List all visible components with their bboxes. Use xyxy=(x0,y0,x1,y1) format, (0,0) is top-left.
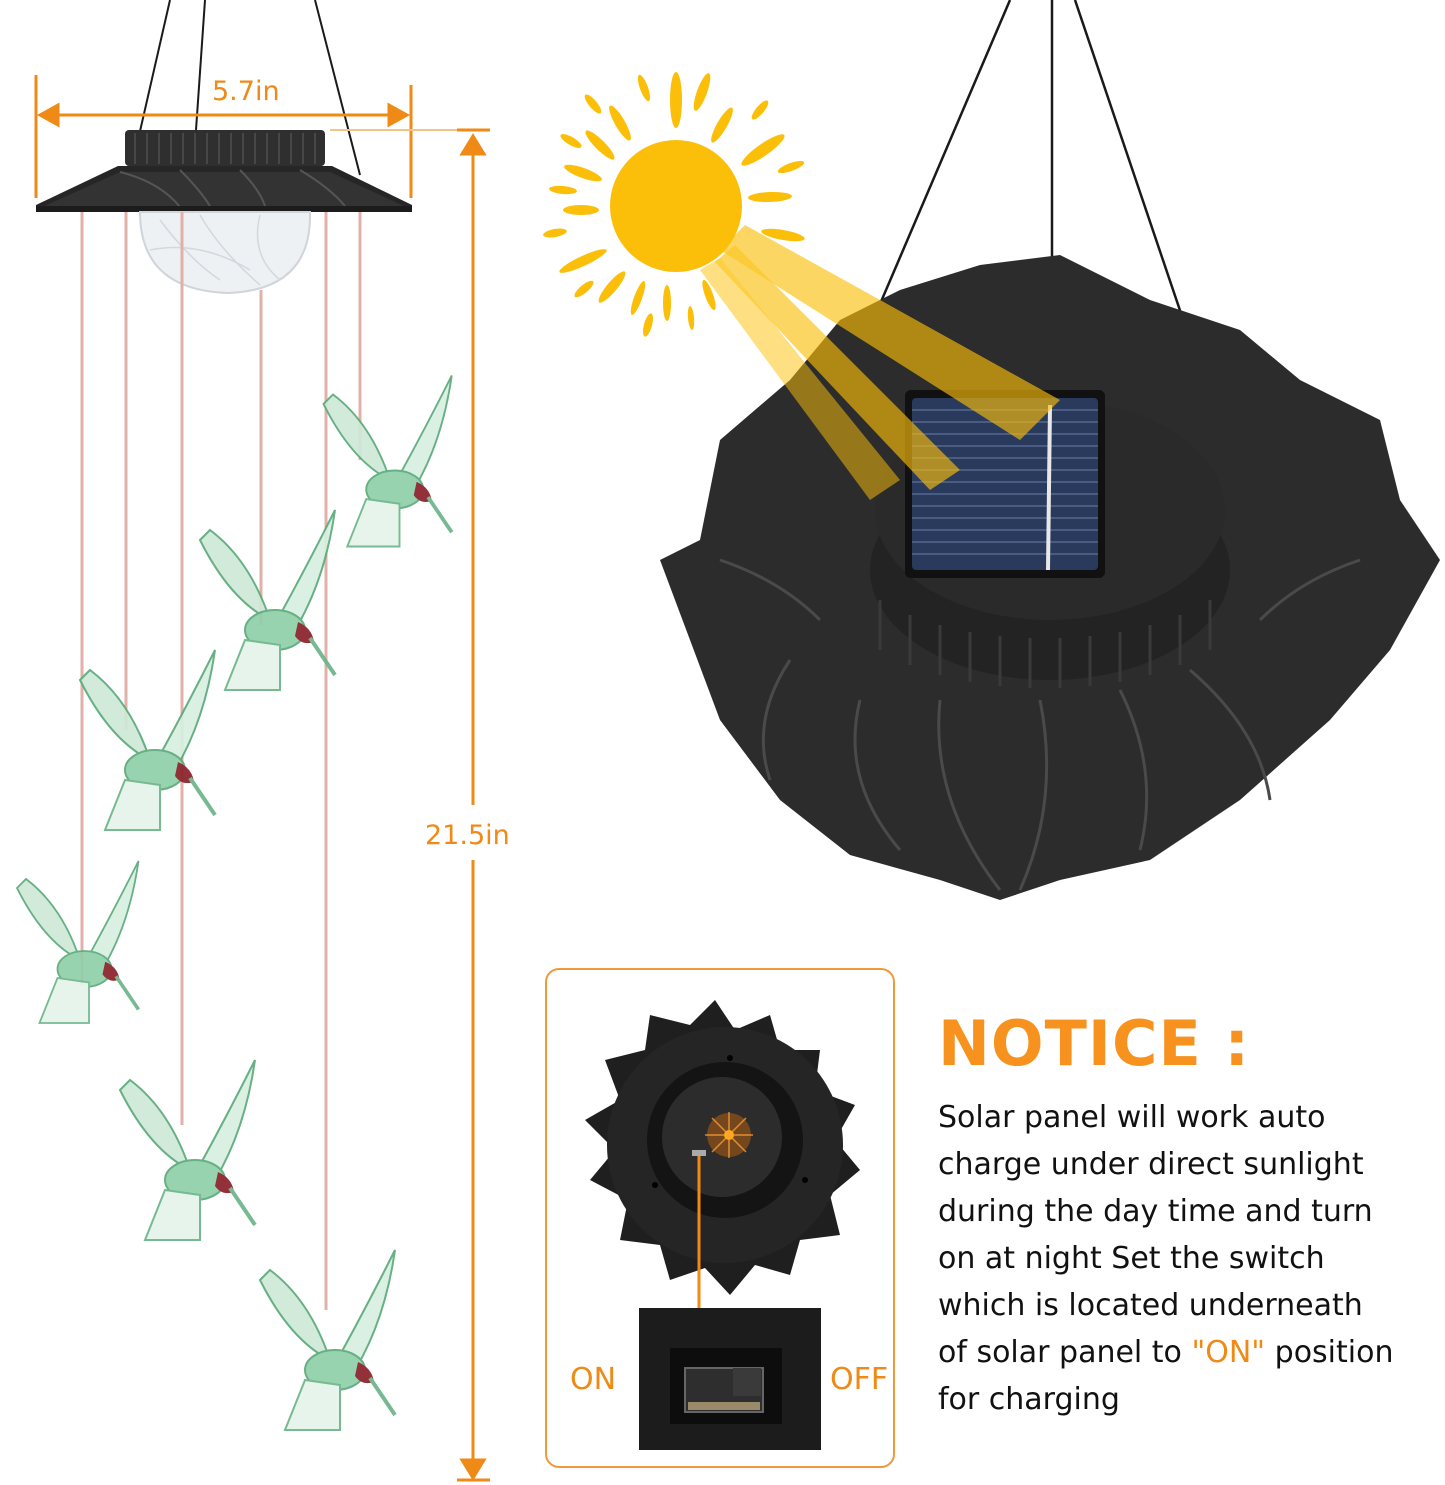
width-dimension-arrow xyxy=(34,75,413,198)
chime-strings xyxy=(80,212,362,1310)
notice-line-6-suffix: position xyxy=(1265,1335,1394,1370)
solar-cell-panel xyxy=(905,390,1105,578)
notice-line-1: Solar panel will work auto xyxy=(938,1100,1326,1135)
notice-line-6: of solar panel to "ON" position xyxy=(938,1329,1445,1376)
height-dimension-label: 21.5in xyxy=(425,818,510,853)
notice-line-2: charge under direct sunlight xyxy=(938,1147,1364,1182)
wind-chime-illustration xyxy=(15,0,490,1482)
notice-line-6-prefix: of solar panel to xyxy=(938,1335,1192,1370)
switch-location-inset xyxy=(545,968,895,1468)
led-crystal-dome xyxy=(138,211,312,295)
switch-off-label: OFF xyxy=(830,1362,889,1397)
notice-line-3: during the day time and turn xyxy=(938,1194,1373,1229)
solar-panel-illustration xyxy=(543,0,1440,900)
notice-body-text: Solar panel will work auto charge under … xyxy=(938,1094,1445,1423)
notice-line-4: on at night Set the switch xyxy=(938,1241,1325,1276)
notice-heading: NOTICE : xyxy=(938,1007,1251,1080)
width-dimension-label: 5.7in xyxy=(212,76,280,107)
height-dimension-arrow xyxy=(457,128,490,1482)
switch-on-label: ON xyxy=(570,1362,617,1397)
switch-inset-illustration: ON OFF xyxy=(547,970,893,1466)
solar-panel-top-view xyxy=(540,0,1445,920)
notice-line-5: which is located underneath xyxy=(938,1288,1363,1323)
switch-knob xyxy=(733,1368,761,1396)
sun-icon xyxy=(543,72,805,337)
on-highlight: "ON" xyxy=(1191,1335,1266,1370)
notice-line-7: for charging xyxy=(938,1382,1120,1417)
slide-switch-closeup xyxy=(639,1308,821,1450)
sun-rays-beam xyxy=(700,225,1060,500)
solar-housing-side xyxy=(36,129,470,212)
housing-underside xyxy=(585,1000,860,1295)
wind-chime-product-view: 5.7in 21.5in xyxy=(0,0,540,1485)
underside-and-switch-illustration xyxy=(585,1000,860,1450)
